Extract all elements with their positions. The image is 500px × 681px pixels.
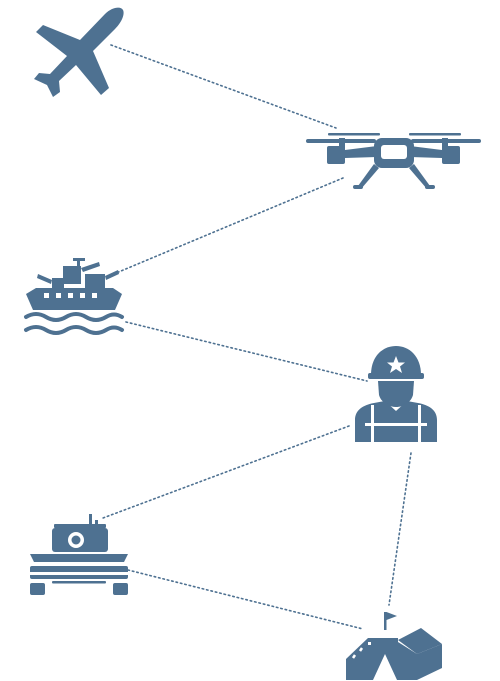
link-soldier-base — [388, 452, 412, 606]
soldier-icon — [355, 346, 437, 442]
link-airplane-drone — [110, 44, 337, 129]
links-layer — [102, 44, 412, 630]
link-warship-soldier — [125, 321, 368, 382]
link-soldier-tank — [102, 425, 350, 519]
tank-icon — [29, 514, 129, 595]
drone-icon — [306, 133, 481, 189]
warship-icon — [24, 258, 124, 335]
link-drone-warship — [108, 177, 344, 277]
airplane-icon — [34, 7, 124, 98]
field-base-icon — [346, 612, 442, 680]
link-tank-base — [127, 569, 364, 630]
